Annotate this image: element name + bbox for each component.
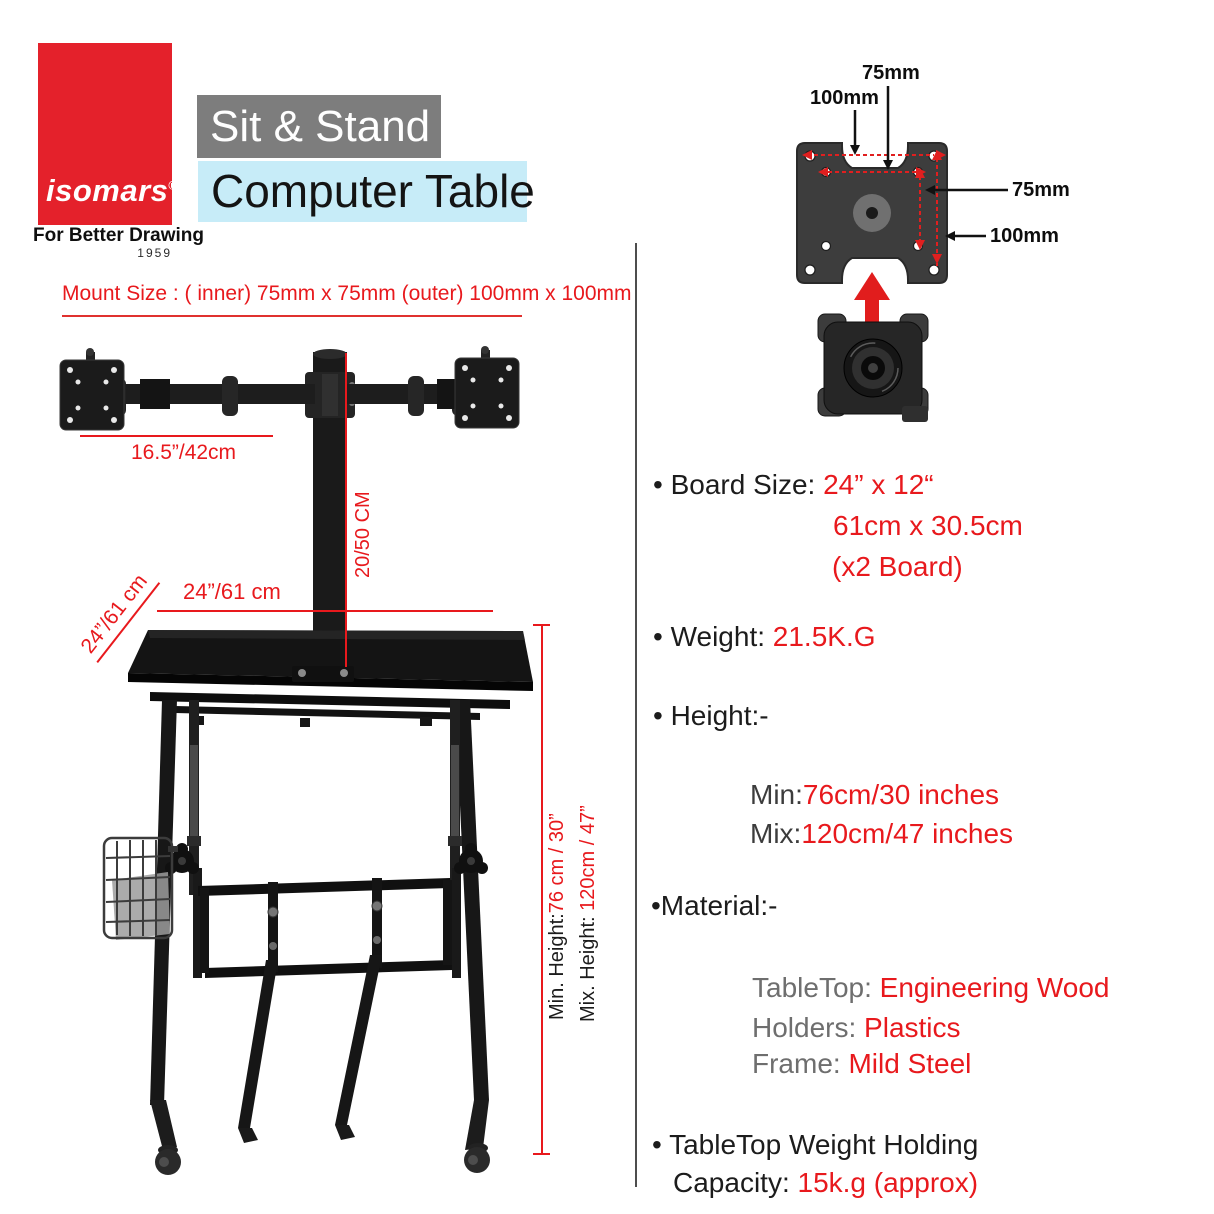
max-height-label: Mix. Height: [577,910,599,1022]
vesa-red-arrowheads [802,150,946,264]
spec-material-frame: Frame: Mild Steel [752,1048,972,1079]
spec-board-size: • Board Size: 24” x 12“ [653,469,934,500]
lower-holder-frame [198,878,452,1143]
spec-board-size-value1: 24” x 12“ [823,469,934,500]
spec-board-size-line3: (x2 Board) [832,551,963,582]
spec-height-min: Min:76cm/30 inches [750,779,1000,810]
dimension-arrowheads [850,145,955,241]
spec-material-frame-value: Mild Steel [848,1048,972,1079]
spec-material-holders-label: Holders: [752,1012,865,1043]
title-line1: Sit & Stand [197,95,441,158]
tabletop [128,630,533,691]
height-adjust-knobs [165,843,488,874]
spec-height-max-label: Mix: [750,818,802,849]
spec-capacity-label2: Capacity: [673,1167,798,1198]
vesa-center-hole [866,207,878,219]
max-height-annotation: Mix. Height: 120cm / 47” [577,766,600,1022]
spec-board-size-label: • Board Size: [653,469,824,500]
brand-year: 1959 [137,246,172,260]
height-line-bottom-tick [533,1153,550,1155]
spec-height-header: • Height:- [653,700,769,731]
spec-material-label: •Material:- [651,890,778,921]
dual-monitor-mount [59,346,520,652]
spec-capacity-value: 15k.g (approx) [797,1167,979,1198]
spec-material-tabletop: TableTop: Engineering Wood [752,972,1110,1003]
vesa-adapter [817,313,929,422]
registered-mark: ® [168,178,178,193]
spec-capacity-line2: Capacity: 15k.g (approx) [673,1167,979,1198]
spec-weight-value: 21.5K.G [772,621,876,652]
min-height-annotation: Min. Height:76 cm / 30” [546,772,569,1020]
height-dimension-line [541,625,543,1155]
arm-reach-label: 16.5”/42cm [131,441,237,464]
mount-size-note: Mount Size : ( inner) 75mm x 75mm (outer… [62,282,632,305]
table-width-line [157,610,493,612]
label-right-inner-75mm: 75mm [1012,179,1070,201]
spec-height-max: Mix:120cm/47 inches [750,818,1014,849]
title-line2: Computer Table [198,161,535,222]
spec-capacity-line1: • TableTop Weight Holding [652,1129,979,1160]
sit-stand-table-graphic [59,346,533,1175]
max-height-value: 120cm / 47” [577,805,599,911]
brand-logo-text: isomars® [46,173,178,209]
pole-height-line [345,353,347,667]
spec-material-tabletop-value: Engineering Wood [879,972,1110,1003]
spec-material-holders-value: Plastics [864,1012,961,1043]
spec-height-label: • Height:- [653,700,769,731]
side-basket [102,836,178,940]
spec-material-frame-label: Frame: [752,1048,849,1079]
spec-weight: • Weight: 21.5K.G [653,621,876,652]
spec-board-size-value3: (x2 Board) [832,551,963,582]
spec-board-size-line2: 61cm x 30.5cm [833,510,1023,541]
vesa-mount-diagram [796,86,1008,422]
spec-material-header: •Material:- [651,890,778,921]
table-width-label: 24”/61 cm [183,579,281,604]
dimension-arrows [853,86,1008,238]
label-top-outer-100mm: 100mm [810,87,879,109]
min-height-label: Min. Height: [546,913,568,1020]
label-top-inner-75mm: 75mm [862,62,920,84]
min-height-value: 76 cm / 30” [546,813,568,914]
spec-height-min-value: 76cm/30 inches [802,779,1000,810]
vesa-dotted-lines [814,154,938,266]
spec-weight-label: • Weight: [653,621,773,652]
mount-note-underline [62,315,522,317]
pole-height-label: 20/50 CM [352,491,374,578]
arm-reach-line [80,435,273,437]
column-divider [635,243,637,1187]
spec-height-max-value: 120cm/47 inches [801,818,1014,849]
brand-logo: isomars® [38,43,177,225]
spec-height-min-label: Min: [750,779,803,810]
spec-board-size-value2: 61cm x 30.5cm [833,510,1023,541]
brand-tagline: For Better Drawing [33,225,205,246]
spec-material-holders: Holders: Plastics [752,1012,961,1043]
brand-name: isomars [46,173,169,208]
spec-material-tabletop-label: TableTop: [752,972,880,1003]
spec-capacity-label1: • TableTop Weight Holding [652,1129,979,1160]
attach-direction-arrow [854,272,890,332]
label-right-outer-100mm: 100mm [990,225,1059,247]
